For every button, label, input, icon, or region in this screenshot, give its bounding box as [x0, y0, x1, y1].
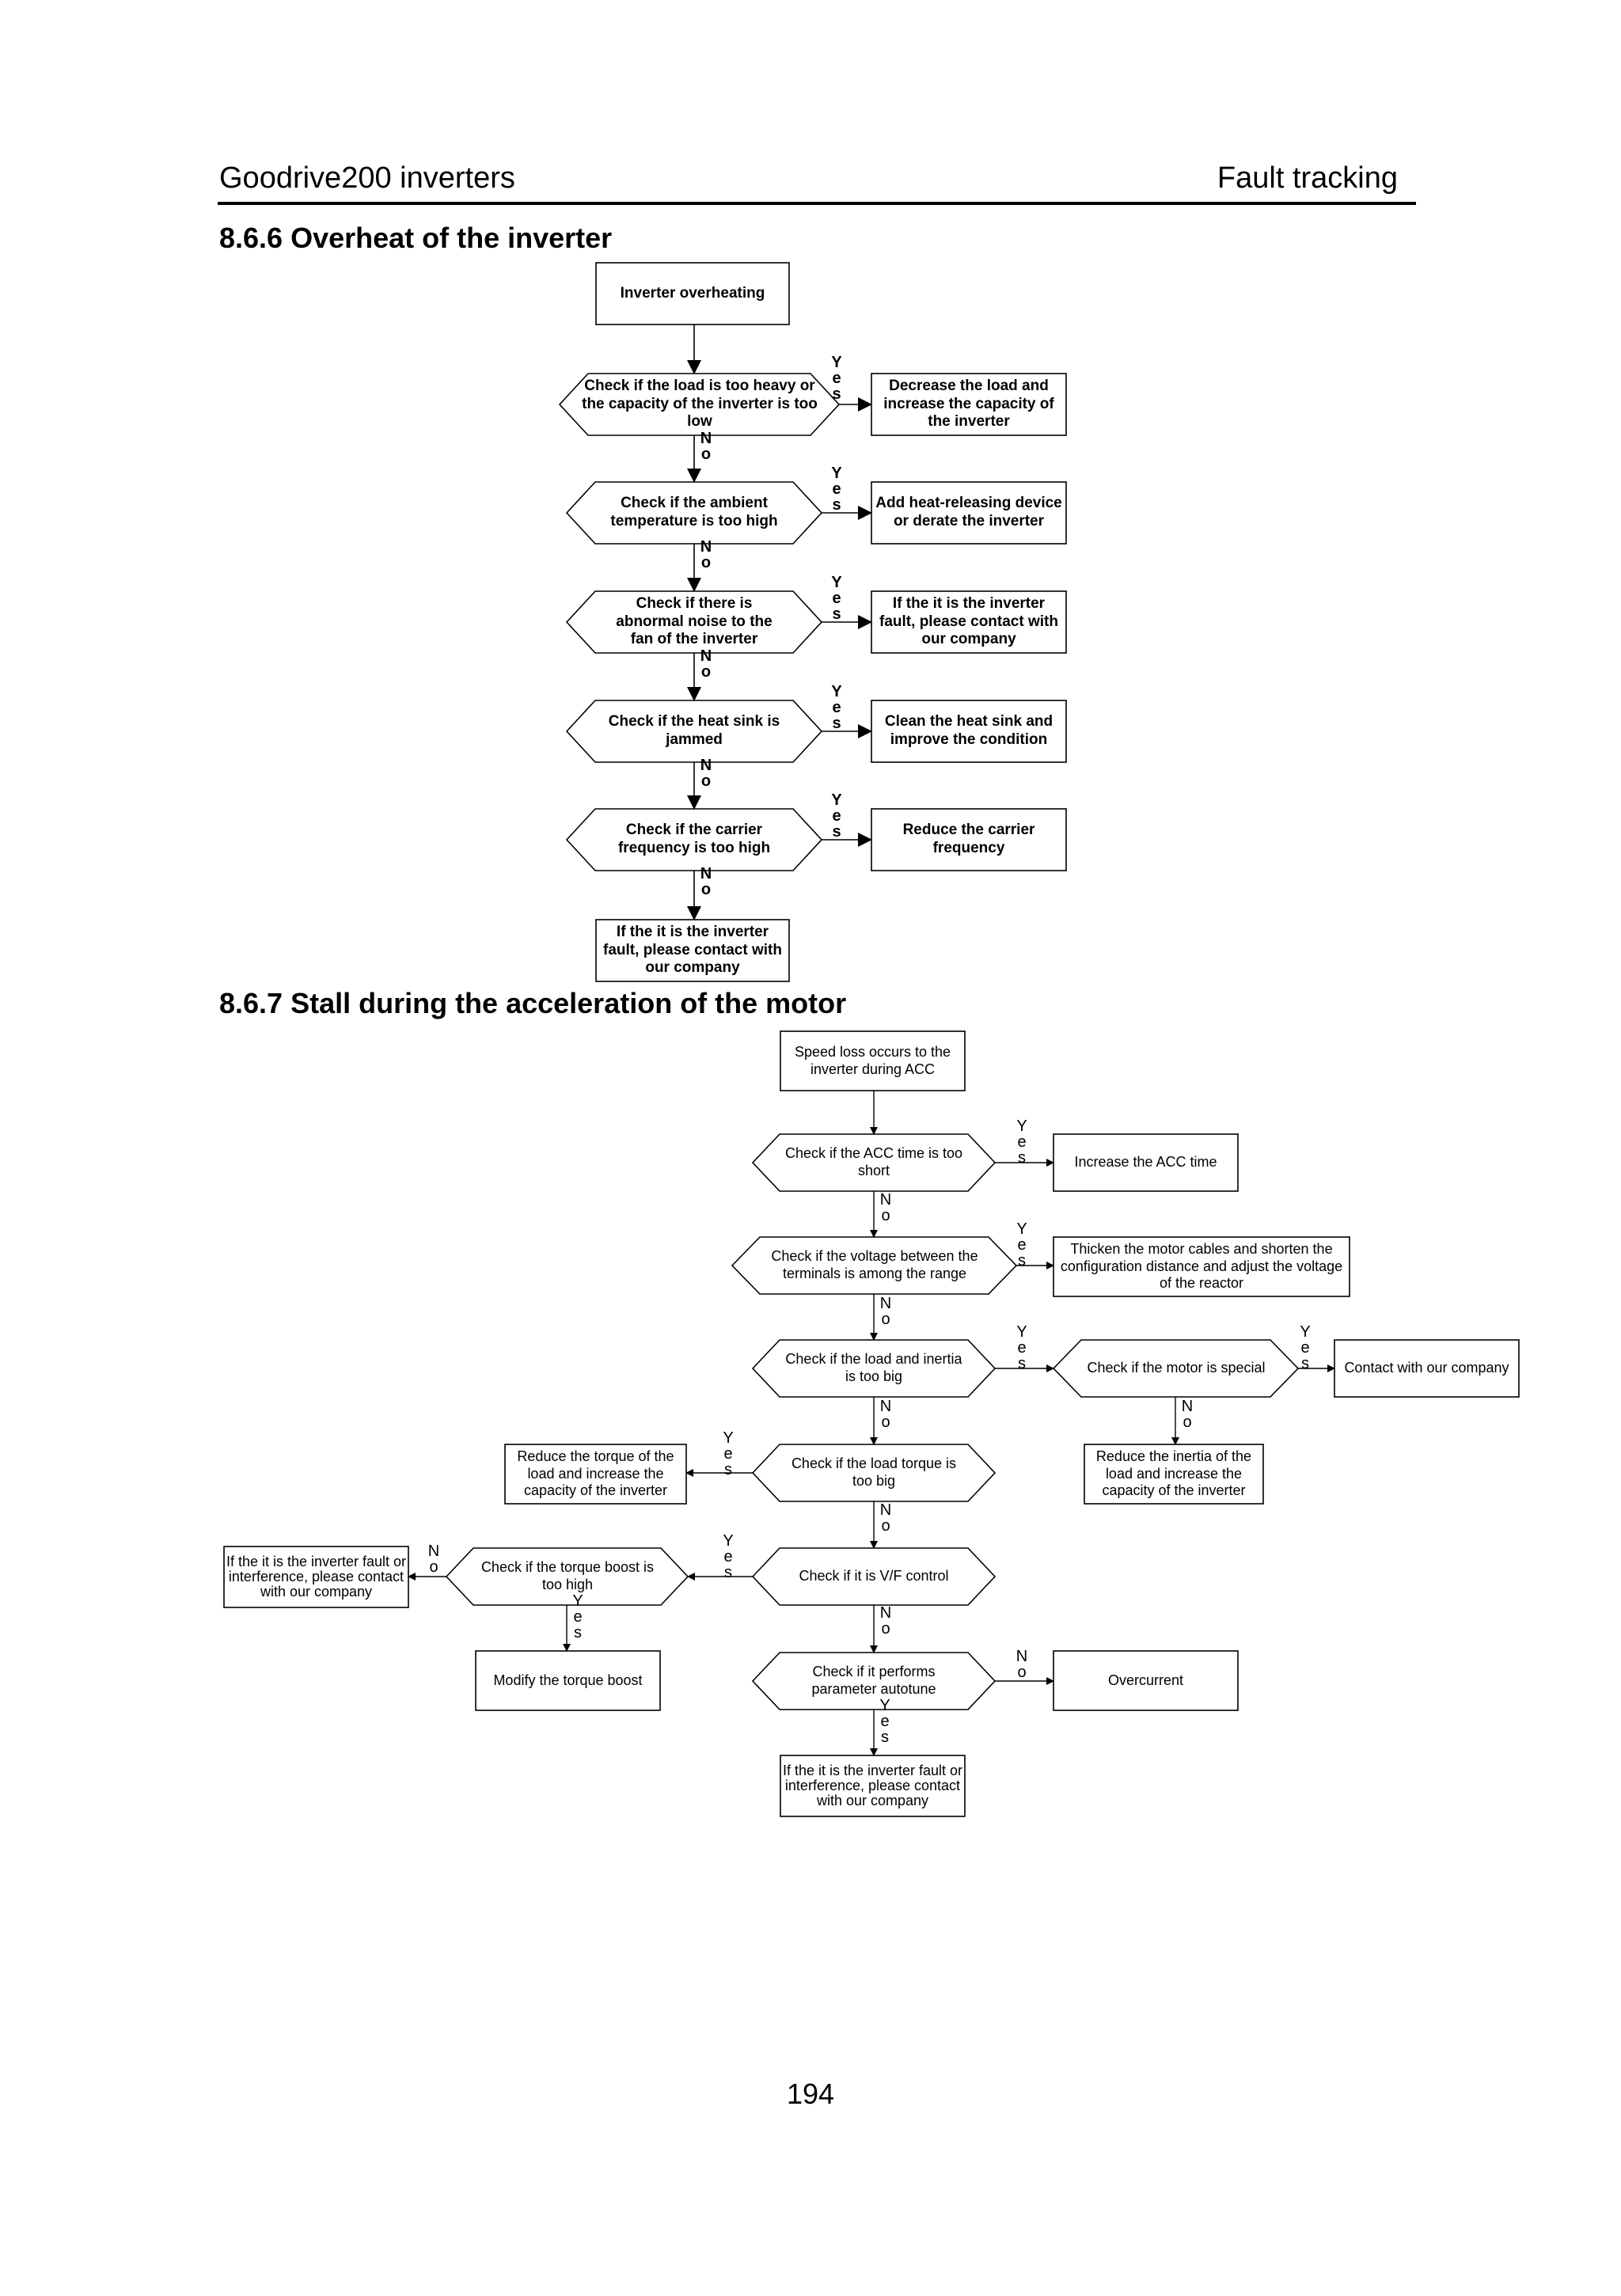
- s2-no-label-motor: N o: [1181, 1398, 1194, 1431]
- s2-check-inertia: Check if the load and inertia is too big: [785, 1351, 962, 1384]
- s2-yes-label-vf: Y e s: [723, 1532, 734, 1581]
- s2-check-motor: Check if the motor is special: [1087, 1360, 1266, 1376]
- header-left: Goodrive200 inverters: [219, 161, 515, 195]
- s1-yes-label-3: Y e s: [831, 574, 842, 623]
- s2-check-boost: Check if the torque boost is too high: [480, 1559, 655, 1592]
- s1-check-5: Check if the carrier frequency is too hi…: [617, 822, 771, 856]
- s2-yes-label-load-torque: Y e s: [723, 1429, 734, 1478]
- s1-start-box: [595, 262, 790, 325]
- s2-no-label-voltage: N o: [879, 1295, 892, 1328]
- s2-no-label-autotune: N o: [1015, 1648, 1028, 1681]
- s2-act-reduce-inertia: Reduce the inertia of the load and incre…: [1095, 1448, 1252, 1499]
- s2-act-acc: Increase the ACC time: [1074, 1154, 1217, 1171]
- header-rule: [218, 202, 1416, 205]
- s1-no-label-4: N o: [700, 757, 712, 790]
- s2-act-contact: Contact with our company: [1344, 1360, 1509, 1376]
- s2-no-label-acc: N o: [879, 1191, 892, 1224]
- s1-action-2: Add heat-releasing device or derate the …: [875, 495, 1062, 529]
- s2-yes-label-voltage: Y e s: [1016, 1220, 1027, 1269]
- s2-no-label-load-torque: N o: [879, 1501, 892, 1535]
- s1-check-1: Check if the load is too heavy or the ca…: [582, 377, 818, 431]
- s2-check-vf: Check if it is V/F control: [799, 1568, 949, 1584]
- s2-check-voltage: Check if the voltage between the termina…: [771, 1248, 978, 1281]
- s2-yes-label-boost: Y e s: [572, 1592, 583, 1641]
- s1-end-node: If the it is the inverter fault, please …: [603, 923, 782, 977]
- s2-act-reduce-torque: Reduce the torque of the load and increa…: [517, 1448, 674, 1499]
- s2-act-voltage: Thicken the motor cables and shorten the…: [1060, 1241, 1343, 1292]
- s2-check-load-torque-shape: [751, 1444, 997, 1502]
- s2-check-autotune: Check if it performs parameter autotune: [811, 1664, 936, 1697]
- s2-no-label-vf: N o: [879, 1604, 892, 1638]
- s2-start-node: Speed loss occurs to the inverter during…: [794, 1043, 951, 1077]
- s1-check-4: Check if the heat sink is jammed: [608, 713, 780, 748]
- s2-yes-label-acc: Y e s: [1016, 1118, 1027, 1167]
- s1-action-4: Clean the heat sink and improve the cond…: [884, 713, 1053, 748]
- s1-action-5: Reduce the carrier frequency: [902, 822, 1035, 856]
- s2-act-fault-left: If the it is the inverter fault or inter…: [226, 1554, 407, 1600]
- s2-yes-label-autotune: Y e s: [879, 1697, 890, 1746]
- s2-act-overcurrent: Overcurrent: [1107, 1672, 1184, 1688]
- s1-yes-label-4: Y e s: [831, 683, 842, 732]
- s2-yes-label-motor: Y e s: [1300, 1323, 1311, 1372]
- s2-yes-label-inertia: Y e s: [1016, 1323, 1027, 1372]
- header-right: Fault tracking: [1217, 161, 1398, 195]
- s1-no-label-3: N o: [700, 647, 712, 681]
- s1-no-label-5: N o: [700, 865, 712, 898]
- s1-yes-label-1: Y e s: [831, 354, 842, 403]
- s2-end-node: If the it is the inverter fault or inter…: [782, 1763, 963, 1808]
- section-title-overheat: 8.6.6 Overheat of the inverter: [219, 222, 613, 254]
- s1-check-3: Check if there is abnormal noise to the …: [616, 594, 773, 648]
- s2-no-label-boost: N o: [427, 1543, 440, 1576]
- s1-no-label-1: N o: [700, 430, 712, 463]
- s1-check-2: Check if the ambient temperature is too …: [610, 495, 778, 529]
- s1-action-1: Decrease the load and increase the capac…: [883, 377, 1054, 431]
- s1-action-3: If the it is the inverter fault, please …: [879, 594, 1058, 648]
- s1-yes-label-5: Y e s: [831, 791, 842, 841]
- s2-check-vf-shape: [751, 1547, 997, 1606]
- section-title-stall: 8.6.7 Stall during the acceleration of t…: [219, 987, 847, 1019]
- s2-start-box: [780, 1030, 966, 1091]
- page-number: 194: [786, 2078, 835, 2110]
- s1-start-node: Inverter overheating: [620, 284, 765, 302]
- s2-no-label-inertia: N o: [879, 1398, 892, 1431]
- s2-check-acc: Check if the ACC time is too short: [784, 1145, 963, 1178]
- s1-no-label-2: N o: [700, 538, 712, 571]
- s2-check-load-torque: Check if the load torque is too big: [791, 1455, 957, 1489]
- s2-act-modify-boost: Modify the torque boost: [493, 1672, 643, 1688]
- s1-yes-label-2: Y e s: [831, 465, 842, 514]
